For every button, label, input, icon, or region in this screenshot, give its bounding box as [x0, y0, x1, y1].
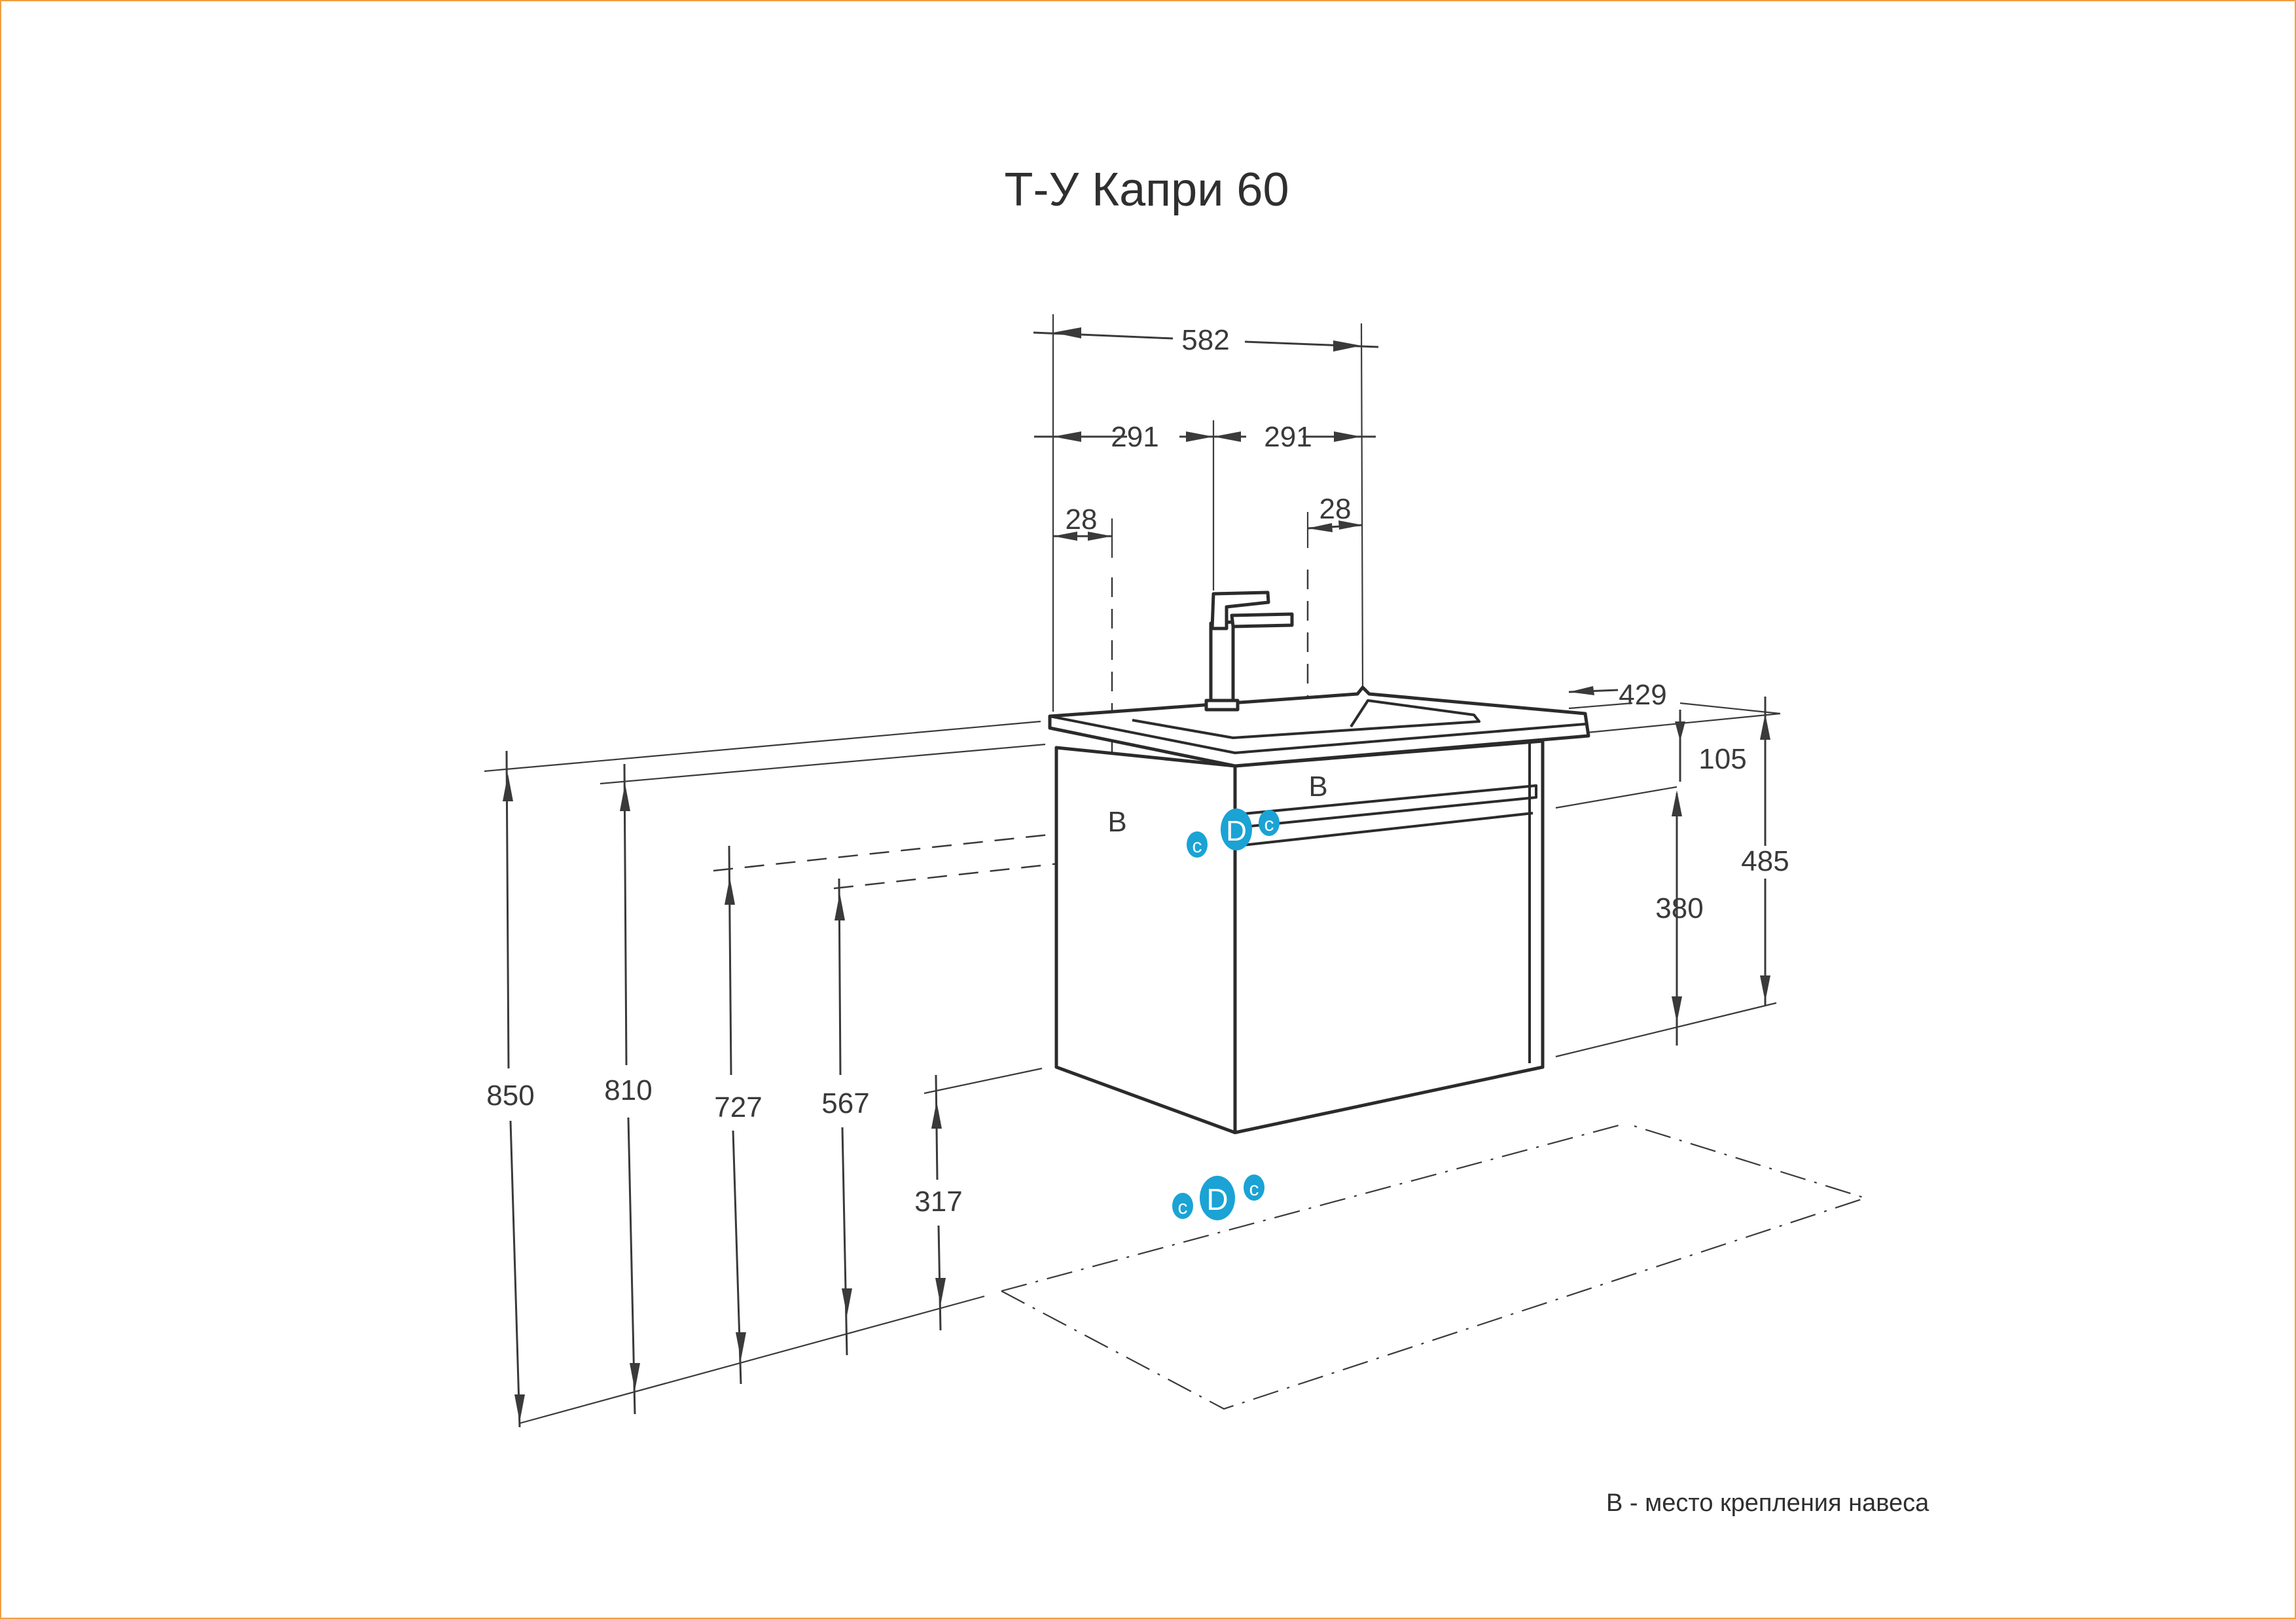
connection-lower-right-label: c [1249, 1178, 1259, 1200]
dim-850: 850 [486, 750, 535, 1428]
connection-upper-left-label: c [1193, 835, 1202, 857]
dim-317-label: 317 [914, 1186, 962, 1218]
connection-lower: c D c [1172, 1174, 1265, 1220]
drawing-title: Т-У Капри 60 [1004, 164, 1289, 216]
dim-485: 485 [1741, 697, 1789, 1006]
dim-380-label: 380 [1655, 892, 1703, 924]
dim-567-label: 567 [821, 1087, 869, 1119]
dim-850-label: 850 [486, 1080, 534, 1112]
dim-380: 380 [1655, 790, 1704, 1046]
dim-567: 567 [821, 878, 870, 1356]
connection-lower-left-label: c [1178, 1197, 1188, 1218]
connection-upper-center-label: D [1226, 815, 1247, 847]
dim-810-label: 810 [604, 1074, 652, 1106]
dim-810: 810 [604, 763, 653, 1415]
dim-28-right-label: 28 [1319, 493, 1352, 525]
dim-582-label: 582 [1181, 324, 1229, 356]
dim-28-left-label: 28 [1066, 503, 1098, 536]
dim-291-right-label: 291 [1264, 421, 1312, 453]
dim-429-label: 429 [1619, 679, 1666, 711]
legend-note: B - место крепления навеса [1606, 1489, 1929, 1517]
dim-291: 291 291 [1034, 421, 1376, 453]
dim-582: 582 [1033, 324, 1379, 356]
dim-105: 105 [1675, 710, 1747, 782]
dim-291-left-label: 291 [1111, 421, 1158, 453]
dim-317: 317 [914, 1074, 963, 1331]
hanging-point-left: B [1107, 806, 1126, 838]
dim-727-label: 727 [714, 1091, 762, 1123]
dim-105-label: 105 [1698, 743, 1746, 775]
connection-lower-center-label: D [1206, 1182, 1228, 1216]
connection-upper-right-label: c [1265, 814, 1274, 835]
hanging-point-right: B [1308, 771, 1327, 803]
dim-727: 727 [714, 845, 762, 1385]
reference-lines [484, 702, 1781, 1425]
floor-outline [1001, 1122, 1868, 1410]
dim-429: 429 [1568, 679, 1667, 711]
dim-28: 28 28 [1053, 493, 1363, 541]
dim-485-label: 485 [1741, 845, 1789, 877]
connection-upper: c D c [1187, 809, 1280, 858]
vanity-unit [1048, 591, 1590, 1135]
